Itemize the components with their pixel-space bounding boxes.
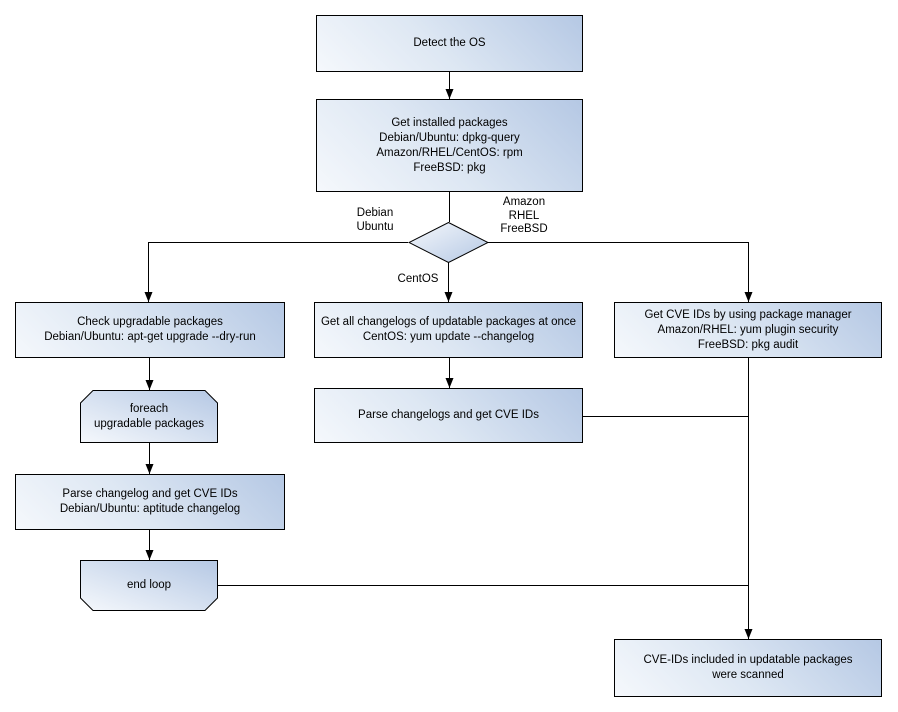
node-check-upgradable-label: Check upgradable packages Debian/Ubuntu:… xyxy=(44,316,256,343)
connector-decision-to-check-upgradable xyxy=(144,242,408,302)
node-check-upgradable: Check upgradable packages Debian/Ubuntu:… xyxy=(15,302,285,358)
node-result: CVE-IDs included in updatable packages w… xyxy=(614,639,882,697)
node-parse-changelog-debian: Parse changelog and get CVE IDs Debian/U… xyxy=(15,474,285,530)
decision-diamond-shape xyxy=(408,222,489,263)
node-detect-os: Detect the OS xyxy=(316,15,583,72)
node-parse-changelog-debian-label: Parse changelog and get CVE IDs Debian/U… xyxy=(59,488,241,515)
node-foreach-label: foreach upgradable packages xyxy=(94,402,204,430)
node-get-all-changelogs: Get all changelogs of updatable packages… xyxy=(314,302,583,358)
node-get-cve-ids-pkg-manager-label: Get CVE IDs by using package manager Ama… xyxy=(644,308,852,351)
node-get-installed-packages-label: Get installed packages Debian/Ubuntu: dp… xyxy=(376,116,523,174)
node-get-installed-packages: Get installed packages Debian/Ubuntu: dp… xyxy=(316,99,583,192)
node-get-cve-ids-pkg-manager: Get CVE IDs by using package manager Ama… xyxy=(614,302,882,358)
node-result-label: CVE-IDs included in updatable packages w… xyxy=(643,654,853,681)
node-get-all-changelogs-label: Get all changelogs of updatable packages… xyxy=(320,316,577,343)
loop-end-shape xyxy=(80,560,218,611)
loop-start-shape xyxy=(80,390,218,443)
loop-start-polygon xyxy=(80,390,218,443)
node-end-loop-label: end loop xyxy=(126,579,172,591)
node-parse-changelogs-centos-label: Parse changelogs and get CVE IDs xyxy=(358,409,539,421)
node-os-decision xyxy=(408,222,489,263)
edge-label-debian-ubuntu: Debian Ubuntu xyxy=(356,207,394,233)
loop-end-polygon xyxy=(80,560,218,611)
node-detect-os-label: Detect the OS xyxy=(413,37,486,49)
decision-diamond-polygon xyxy=(408,222,489,263)
edge-label-centos: CentOS xyxy=(397,273,439,285)
node-parse-changelogs-centos: Parse changelogs and get CVE IDs xyxy=(314,388,583,443)
connector-decision-to-get-cve-ids xyxy=(488,242,753,302)
node-foreach-loop-start: foreach upgradable packages xyxy=(80,390,218,443)
edge-label-amazon-rhel-freebsd: Amazon RHEL FreeBSD xyxy=(500,196,548,235)
node-end-loop: end loop xyxy=(80,560,218,611)
